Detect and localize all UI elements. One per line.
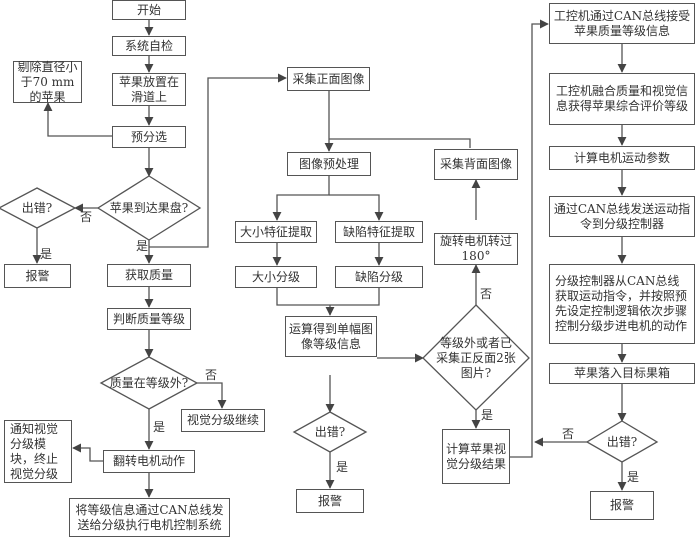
decision-error-mid	[292, 411, 368, 453]
arrow-preprocess-to-defect	[329, 194, 384, 221]
node-alarm-right: 报警	[590, 491, 654, 520]
label-yes-error-right: 是	[627, 470, 640, 484]
node-get-mass: 获取质量	[107, 264, 191, 287]
node-calc-vision: 计算苹果视觉分级结果	[442, 429, 510, 484]
node-start: 开始	[112, 0, 186, 20]
label-yes-error-left: 是	[40, 247, 53, 261]
decision-out-or-two	[422, 304, 530, 411]
node-send-cmd: 通过CAN总线发送运动指令到分级控制器	[549, 196, 695, 237]
arrow-calc-to-ipc	[509, 19, 549, 458]
label-yes-error-mid: 是	[336, 460, 349, 474]
label-no-out-or-two: 否	[480, 287, 493, 301]
label-yes-arrive: 是	[136, 239, 149, 253]
decision-error-right	[585, 420, 659, 463]
node-ipc-receive: 工控机通过CAN总线接受苹果质量等级信息	[549, 3, 695, 44]
decision-out-or-two-text: 等级外或者已采集正反面2张图片?	[436, 335, 516, 380]
decision-mass-out-grade	[99, 356, 199, 410]
label-yes-mass-out: 是	[153, 420, 166, 434]
node-size-grade: 大小分级	[235, 266, 317, 288]
label-no-error-right: 否	[562, 427, 575, 441]
arrow-massout-no-to-continue	[197, 382, 227, 409]
node-controller-exec: 分级控制器从CAN总线获取运动指令，并按照预先设定控制逻辑依次步骤控制分级步进电…	[549, 264, 695, 344]
node-ipc-fuse: 工控机融合质量和视觉信息获得苹果综合评价等级	[549, 73, 695, 125]
node-size-feature: 大小特征提取	[235, 221, 317, 243]
node-vision-continue: 视觉分级继续	[181, 409, 265, 432]
node-pre-sort: 预分选	[112, 126, 186, 148]
decision-error-mid-text: 出错?	[314, 424, 346, 439]
node-capture-front: 采集正面图像	[287, 67, 370, 91]
node-place-apple: 苹果放置在滑道上	[112, 73, 186, 106]
node-send-can: 将等级信息通过CAN总线发送给分级执行电机控制系统	[69, 498, 230, 537]
arrow-preprocess-to-size	[272, 175, 330, 221]
decision-arrive-tray-text: 苹果到达果盘?	[109, 200, 189, 215]
node-alarm-mid: 报警	[296, 489, 364, 513]
decision-arrive-tray	[96, 175, 202, 241]
node-notify-vision: 通知视觉分级模块，终止视觉分级	[4, 420, 72, 483]
decision-error-right-text: 出错?	[606, 434, 638, 449]
node-flip-motor: 翻转电机动作	[103, 450, 195, 473]
line-size-grade-down	[276, 287, 380, 306]
node-apple-fall: 苹果落入目标果箱	[549, 363, 695, 384]
arrow-flip-to-notify	[72, 443, 103, 462]
node-alarm-left: 报警	[4, 264, 71, 288]
arrow-arrive-yes-to-capture-front	[149, 73, 287, 248]
node-preprocess: 图像预处理	[287, 152, 371, 176]
label-no-arrive: 否	[80, 210, 93, 224]
decision-error-left	[0, 187, 77, 229]
arrow-presort-to-reject	[43, 102, 112, 137]
node-rotate-motor: 旋转电机转过180°	[434, 233, 518, 265]
node-reject-small: 剔除直径小于70 mm的苹果	[13, 60, 82, 104]
decision-error-left-text: 出错?	[21, 200, 53, 215]
decision-mass-out-text: 质量在等级外?	[109, 375, 189, 390]
node-self-check: 系统自检	[112, 36, 186, 56]
node-defect-feature: 缺陷特征提取	[335, 221, 423, 243]
node-defect-grade: 缺陷分级	[335, 266, 423, 288]
node-single-grade: 运算得到单幅图像等级信息	[285, 316, 377, 357]
node-calc-motor: 计算电机运动参数	[549, 146, 695, 170]
line-front-to-back-branch	[329, 138, 471, 148]
node-capture-back: 采集背面图像	[434, 149, 518, 180]
label-yes-out-or-two: 是	[481, 408, 494, 422]
label-no-mass-out: 否	[205, 368, 218, 382]
node-judge-grade: 判断质量等级	[107, 308, 191, 330]
